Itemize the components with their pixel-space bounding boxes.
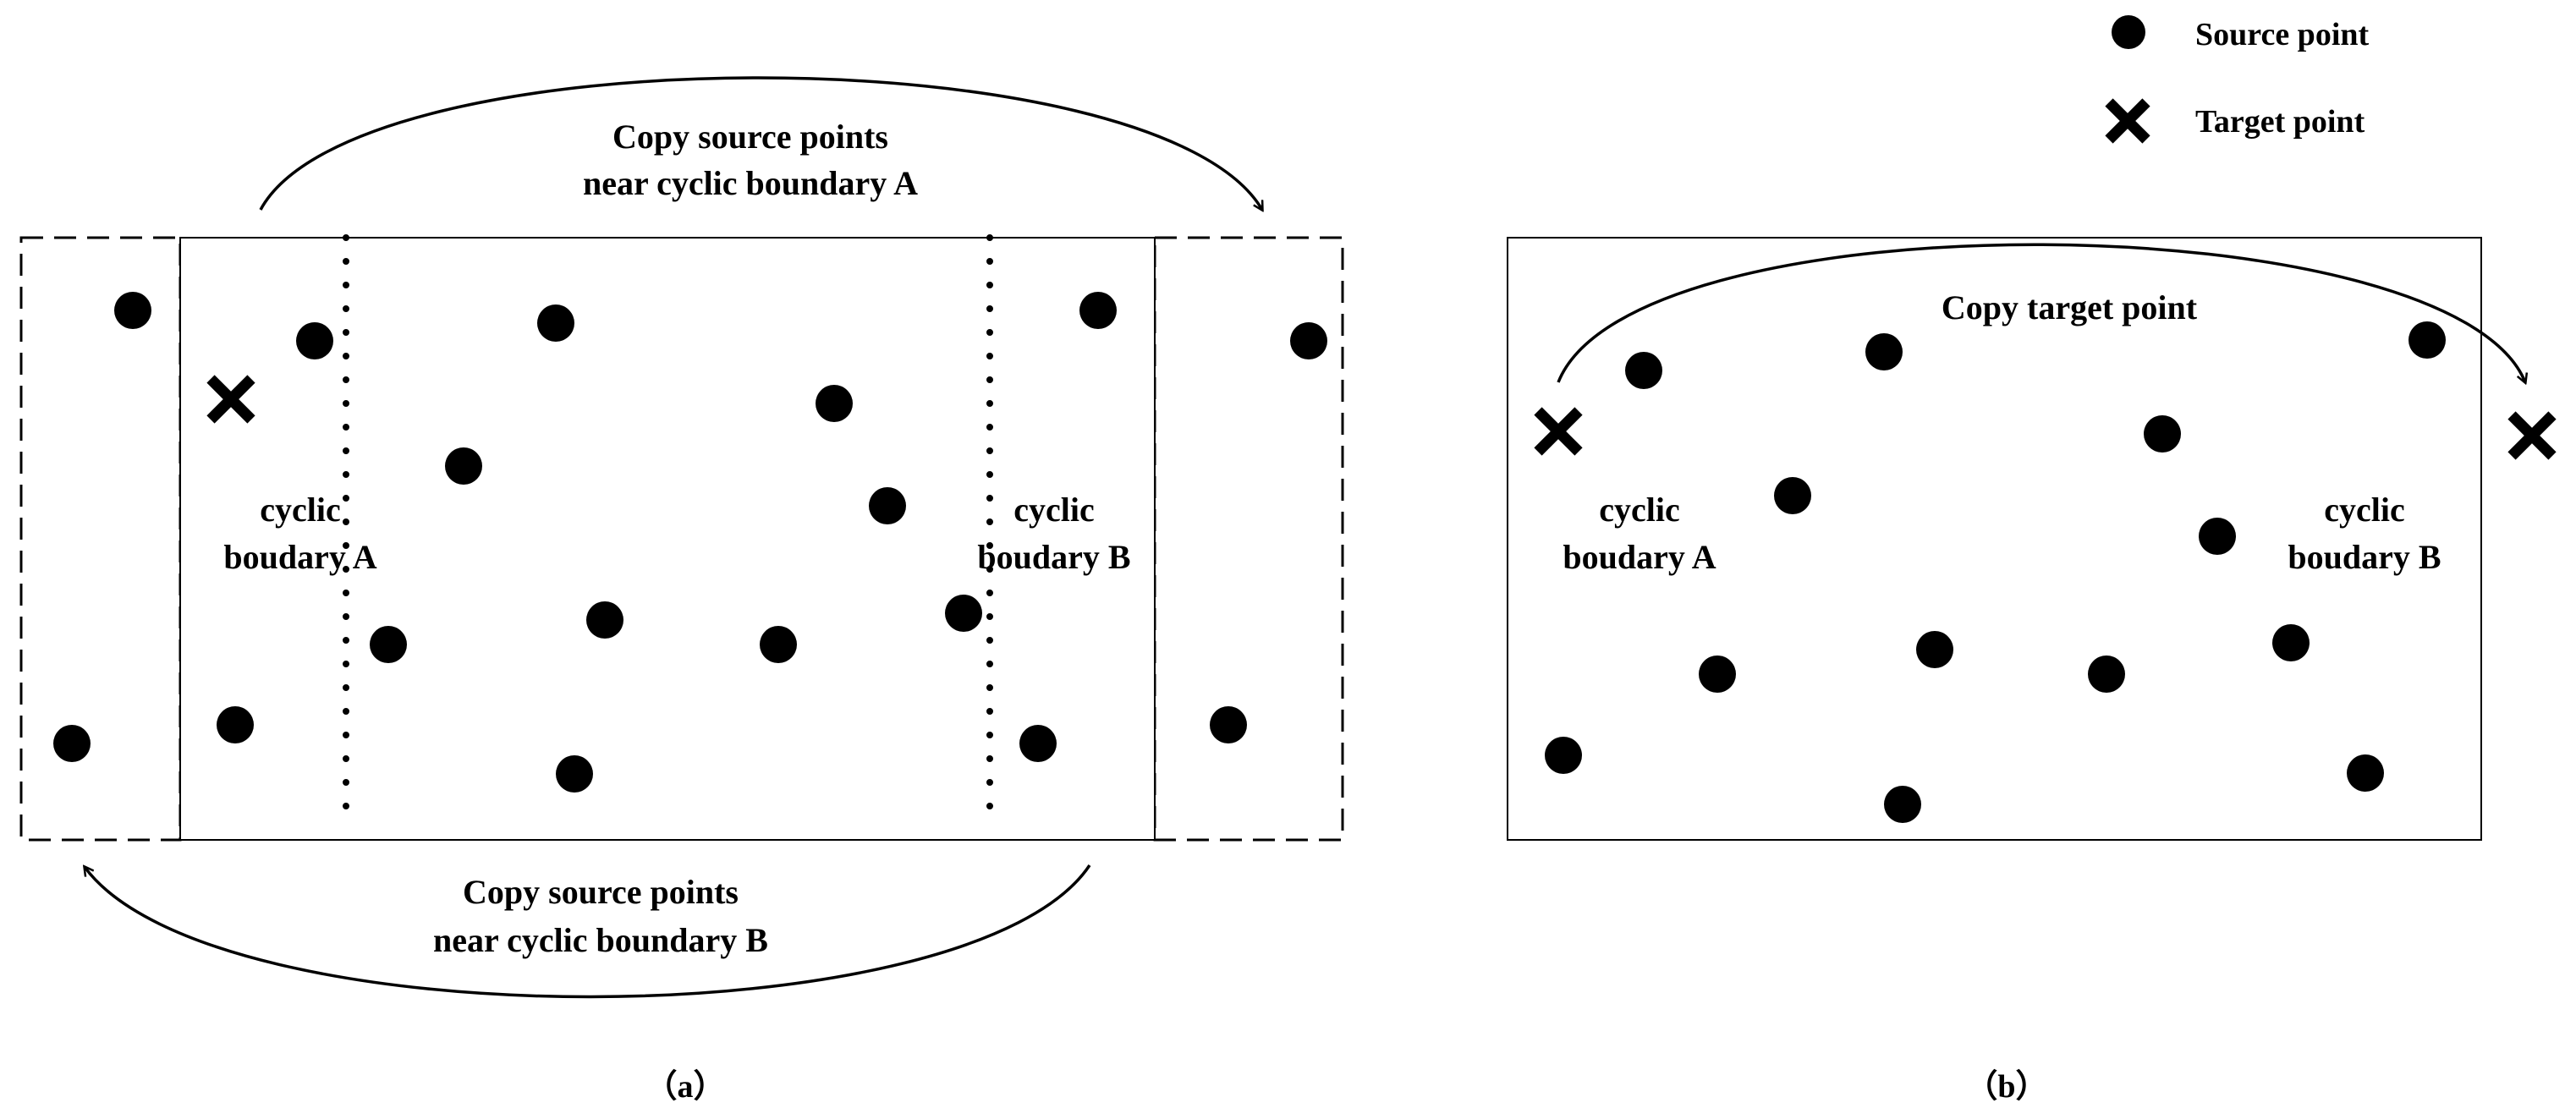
copy-arrow-b-to-left [85,864,1091,999]
copy-arrow-a-to-right [259,76,1262,210]
panel-a-boundary-a-label-line2: boudary A [223,538,376,576]
source-point [370,626,407,663]
source-point [2347,754,2384,792]
source-point [1210,706,1247,743]
source-point [2199,518,2236,555]
panel-a-top-label-line1: Copy source points [612,118,888,156]
source-point [869,487,906,524]
source-point [1884,786,1921,823]
source-point [2088,655,2125,693]
panel-b-boundary-a-label-line1: cyclic [1599,491,1680,529]
source-point [53,725,91,762]
source-point [760,626,797,663]
legend: Source point Target point [2105,15,2370,144]
source-point [945,595,982,632]
panel-a-left-extension [19,236,182,842]
panel-a-caption: （a） [645,1069,725,1105]
panel-b-arrow-label: Copy target point [1942,288,2198,326]
source-point [2144,415,2181,453]
legend-target-marker [2105,98,2150,144]
panel-b-domain [1507,237,2482,841]
source-point [2408,321,2446,359]
source-point [556,755,593,793]
source-point [1290,322,1327,359]
panel-a-bottom-label-line1: Copy source points [463,873,739,911]
source-point [1699,655,1736,693]
panel-b: Copy target point cyclic boudary A cycli… [1507,237,2557,1105]
source-point [296,322,333,359]
panel-a-target-point [206,375,255,424]
source-point [114,292,151,329]
panel-b-boundary-a-label-line2: boudary A [1563,538,1716,576]
source-point [537,304,574,342]
panel-b-caption: （b） [1965,1069,2047,1105]
panel-a-domain [179,237,1156,841]
panel-a-source-points [53,292,1327,793]
source-point [816,385,853,422]
source-point [445,447,482,485]
source-point [1625,352,1662,389]
source-point [1774,477,1811,514]
copy-target-arrow [1557,243,2525,382]
panel-b-copied-target-point [2507,411,2557,460]
panel-b-target-point [1534,407,1583,456]
source-point [1019,725,1057,762]
legend-source-marker [2112,15,2145,49]
panel-a: Copy source points near cyclic boundary … [19,76,1344,1105]
legend-source-label: Source point [2195,17,2370,52]
panel-a-bottom-label-line2: near cyclic boundary B [433,921,768,959]
panel-a-boundary-b-label-line2: boudary B [977,538,1130,576]
panel-a-boundary-a-label-line1: cyclic [260,491,341,529]
panel-b-boundary-b-label-line1: cyclic [2324,491,2405,529]
source-point [1865,333,1903,370]
source-point [2272,624,2310,661]
panel-a-boundary-b-label-line1: cyclic [1013,491,1095,529]
source-point [217,706,254,743]
source-point [1545,737,1582,774]
source-point [1916,631,1953,668]
legend-target-label: Target point [2195,104,2365,140]
panel-b-source-points [1545,321,2446,823]
panel-a-top-label-line2: near cyclic boundary A [583,164,918,202]
source-point [1079,292,1117,329]
source-point [586,601,623,639]
panel-b-boundary-b-label-line2: boudary B [2288,538,2441,576]
